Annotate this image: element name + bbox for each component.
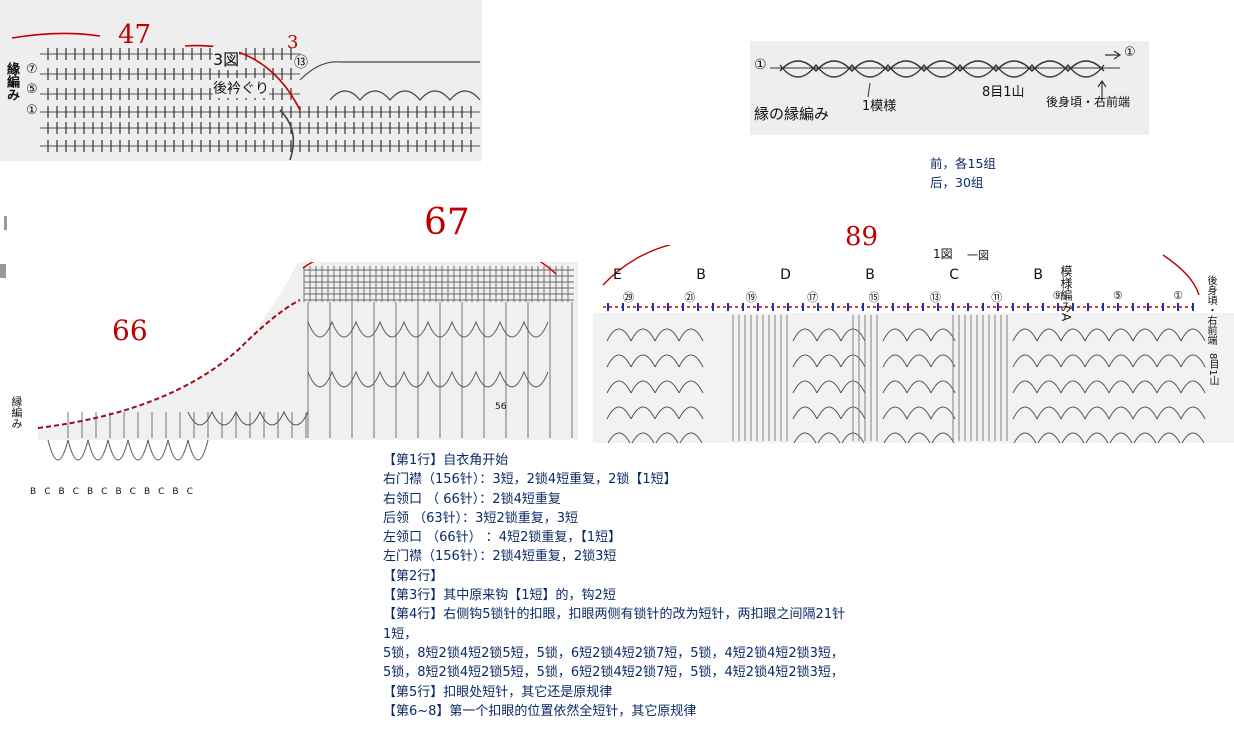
neck-side-label: 縁編み <box>10 396 23 429</box>
circle-mark: ⑤ <box>1112 289 1123 302</box>
instructions-block: 【第1行】自衣角开始 右门襟（156针）：3短，2锁4短重复，2锁【1短】 右领… <box>383 451 845 721</box>
instruction-line: 后领 （63针）：3短2锁重复，3短 <box>383 510 578 526</box>
bc-mark: B <box>58 487 65 497</box>
margin-mark <box>0 264 6 278</box>
edge-end-mark: ① <box>1124 45 1136 60</box>
start-mark: ⑬ <box>294 55 308 71</box>
chart-bottom-right: 1図 一図 E B D B C B 模様編みA ㉙ ㉑ ⑲ ⑰ ⑮ ⑬ ⑪ ⑨ … <box>593 245 1234 443</box>
red-trace-line <box>184 44 301 111</box>
instruction-line: 【第5行】扣眼处短针，其它还是原规律 <box>383 684 613 700</box>
bc-mark: C <box>186 487 193 497</box>
circle-mark: ⑲ <box>745 291 757 304</box>
instruction-line: 右门襟（156针）：3短，2锁4短重复，2锁【1短】 <box>383 472 677 488</box>
chart-top-right: ① ① 縁の縁編み 1模様 8目1山 後身頃・右前端 <box>750 41 1149 135</box>
edge-start-mark: ① <box>754 57 767 73</box>
top-label: 1図 <box>933 247 953 261</box>
handwritten-47: 47 <box>118 20 152 50</box>
circle-mark: ㉑ <box>684 291 696 304</box>
bc-mark: B <box>115 487 122 497</box>
row-mark: ⑤ <box>26 82 38 97</box>
mountain-side-label: 8目1山 <box>1207 353 1218 386</box>
instruction-line: 【第2行】 <box>383 568 444 584</box>
instruction-line: 1短， <box>383 626 418 642</box>
handwritten-66: 66 <box>112 314 148 347</box>
stitch-letter: E <box>613 267 622 283</box>
instruction-line: 左门襟（156针）：2锁4短重复，2锁3短 <box>383 549 617 565</box>
handwritten-67: 67 <box>424 202 470 243</box>
chart-bottom-left: 縁編み 56 B C B C B C B C B C B C <box>8 262 578 512</box>
instruction-line: 右领口 （ 66针）：2锁4短重复 <box>383 491 561 507</box>
chart-side-label: 緣編み <box>4 62 19 101</box>
row-mark: ① <box>26 103 38 118</box>
bc-mark: C <box>44 487 51 497</box>
circle-mark: ⑨ <box>1052 289 1063 302</box>
chart-bottom-left-diagram <box>37 262 578 461</box>
bc-mark: B <box>86 487 94 497</box>
pattern-a-label: 模様編みA <box>1059 265 1073 322</box>
chart-top-left-grid <box>11 32 481 161</box>
stitch-letter: D <box>780 267 791 283</box>
handwritten-3: 3 <box>287 32 299 53</box>
stitch-letter: B <box>696 267 706 283</box>
instruction-line: 【第6~8】第一个扣眼的位置依然全短针，其它原规律 <box>383 703 697 719</box>
margin-mark <box>4 216 7 230</box>
instruction-line: 5锁，8短2锁4短2锁5短，5锁，6短2锁4短2锁7短，5锁，4短2锁4短2锁3… <box>383 645 844 661</box>
handwritten-89: 89 <box>845 222 879 252</box>
stitch-letter: C <box>949 267 960 283</box>
chart-bottom-right-diagram <box>593 245 1234 443</box>
bc-mark: C <box>101 487 108 497</box>
circle-mark: ⑮ <box>868 291 880 304</box>
bc-mark: B <box>30 487 37 497</box>
circle-mark: ⑬ <box>929 291 941 304</box>
side-label: 後身頃・右前端 <box>1046 95 1131 109</box>
circle-mark: ⑪ <box>991 291 1003 304</box>
title-label: 一図 <box>967 249 989 262</box>
row-mark: ⑦ <box>26 62 38 77</box>
instruction-line: 左领口 （66针） ：4短2锁重复，【1短】 <box>383 530 622 546</box>
chart-title: 3図 <box>213 46 240 70</box>
front-group-note: 前，各15组 <box>930 156 996 171</box>
bc-mark: C <box>158 487 165 497</box>
instruction-line: 【第3行】其中原来钩【1短】的，钩2短 <box>383 588 616 604</box>
back-group-note: 后，30组 <box>930 175 984 190</box>
instruction-line: 5锁，8短2锁4短2锁5短，5锁，6短2锁4短2锁7短，5锁，4短2锁4短2锁3… <box>383 665 844 681</box>
bc-mark: C <box>129 487 136 497</box>
bc-mark: C <box>72 487 79 497</box>
circle-mark: ⑰ <box>807 291 819 304</box>
stitch-letter: B <box>1033 267 1043 283</box>
right-edge-label: 後身頃・右前端 <box>1205 275 1216 345</box>
stitch-count: 56 <box>495 402 507 412</box>
chart-top-right-diagram <box>770 50 1122 101</box>
circle-mark: ㉙ <box>623 291 634 304</box>
instruction-line: 【第4行】右侧钩5锁针的扣眼，扣眼两侧有锁针的改为短针，两扣眼之间隔21针 <box>383 607 846 623</box>
circle-mark: ① <box>1173 289 1183 302</box>
chart-subtitle: 後衿ぐり <box>213 78 269 98</box>
chart-top-left: 緣編み ⑦ ⑤ ① 3図 後衿ぐり ⑬ <box>0 0 482 161</box>
edge-caption: 縁の縁編み <box>754 105 830 123</box>
stitch-letter: B <box>865 267 875 283</box>
circle-mark-row: ㉙ ㉑ ⑲ ⑰ ⑮ ⑬ ⑪ ⑨ ⑤ ① <box>623 289 1183 305</box>
pattern-label: 1模様 <box>862 99 897 114</box>
instruction-line: 【第1行】自衣角开始 <box>383 453 509 468</box>
stitch-letter-row: E B D B C B <box>613 267 1043 283</box>
bc-mark: B <box>172 487 179 497</box>
bc-mark-row: B C B C B C B C B C B C <box>30 487 193 497</box>
mountain-label: 8目1山 <box>982 85 1025 100</box>
bc-mark: B <box>143 487 151 497</box>
group-notes: 前，各15组 后，30组 <box>930 154 996 192</box>
